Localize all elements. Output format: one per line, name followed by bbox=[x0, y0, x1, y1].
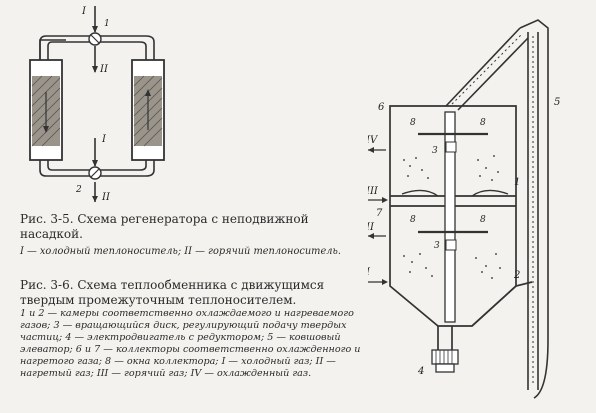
heat-exchanger-diagram: 5 6 8 8 3 1 7 8 8 3 2 4 IV III II I bbox=[368, 19, 560, 399]
fig6-label-2: 2 bbox=[513, 270, 520, 281]
fig5-label-valve-1: 1 bbox=[104, 19, 110, 29]
fig6-label-3b: 3 bbox=[434, 241, 440, 251]
fig6-legend: 1 и 2 — камеры соответственно охлаждаемо… bbox=[20, 308, 361, 379]
fig6-label-1: 1 bbox=[514, 177, 520, 188]
fig5-label-top-I: I bbox=[81, 6, 87, 17]
fig6-label-6: 6 bbox=[378, 102, 385, 113]
fig6-label-3a: 3 bbox=[432, 146, 438, 156]
fig5-label-valve-2: 2 bbox=[75, 185, 82, 195]
fig6-label-8b: 8 bbox=[480, 118, 486, 128]
fig5-label-bot-I: I bbox=[101, 134, 107, 145]
fig6-label-5: 5 bbox=[554, 97, 560, 108]
regenerator-diagram: I 1 II I 2 II bbox=[29, 6, 165, 202]
fig5-caption: Рис. 3-5. Схема регенератора с неподвижн… bbox=[20, 212, 309, 241]
fig6-label-8a: 8 bbox=[410, 118, 416, 128]
fig6-label-8c: 8 bbox=[410, 215, 416, 225]
fig5-label-bot-II: II bbox=[101, 192, 111, 202]
fig6-label-III: III bbox=[368, 186, 379, 197]
fig6-label-4: 4 bbox=[417, 366, 424, 377]
fig5-legend: I — холодный теплоноситель; II — горячий… bbox=[20, 246, 341, 257]
fig5-label-top-II: II bbox=[99, 64, 109, 75]
fig6-label-8d: 8 bbox=[480, 215, 486, 225]
fig6-caption: Рис. 3-6. Схема теплообменника с движущи… bbox=[20, 278, 325, 307]
fig6-label-IV: IV bbox=[368, 135, 379, 146]
fig6-label-7: 7 bbox=[376, 208, 383, 219]
fig6-label-I: I bbox=[368, 267, 371, 278]
fig6-label-II: II bbox=[368, 222, 375, 233]
